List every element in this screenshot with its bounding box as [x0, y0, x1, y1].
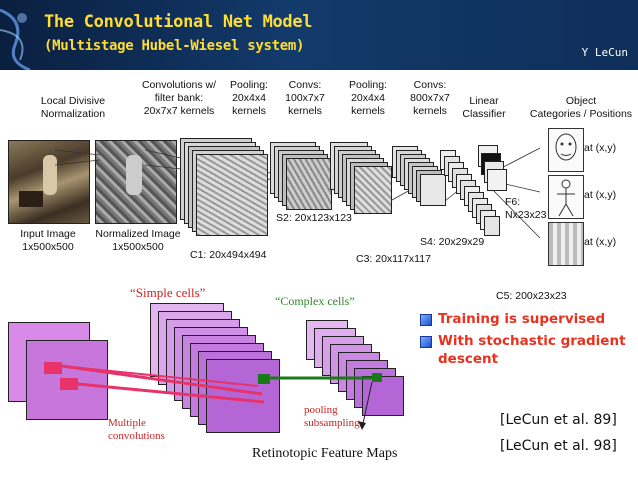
label-linear: Linear Classifier — [462, 95, 506, 120]
output-label-1: at (x,y) — [584, 142, 617, 154]
connection-lines — [61, 364, 382, 430]
pooling-subsampling-label: pooling subsampling — [304, 404, 360, 429]
retinotopic-label: Retinotopic Feature Maps — [252, 446, 398, 461]
bullet-square-icon — [420, 314, 432, 326]
swirl-decoration-icon — [0, 8, 31, 70]
output-label-2: at (x,y) — [584, 189, 617, 201]
simple-cells-label: “Simple cells” — [130, 285, 206, 300]
bullet-item: With stochastic gradient descent — [420, 332, 636, 368]
label-pool1: Pooling: 20x4x4 kernels — [230, 79, 268, 117]
label-c3: C3: 20x117x117 — [356, 253, 431, 265]
reference-1998: [LeCun et al. 98] — [500, 438, 617, 454]
label-s2: S2: 20x123x123 — [276, 212, 352, 224]
label-normalized: Normalized Image 1x500x500 — [95, 228, 181, 253]
slide-subtitle: (Multistage Hubel-Wiesel system) — [44, 38, 305, 54]
output-scene-image — [548, 222, 584, 266]
complex-cells-label: “Complex cells” — [275, 294, 355, 308]
input-map-front — [26, 340, 108, 420]
label-c1: C1: 20x494x494 — [190, 249, 267, 261]
bullet-item: Training is supervised — [420, 310, 636, 328]
output-face-image — [548, 128, 584, 172]
author-name: Y LeCun — [581, 46, 628, 59]
bullet-list: Training is supervised With stochastic g… — [420, 310, 636, 372]
output-label-3: at (x,y) — [584, 236, 617, 248]
input-image — [8, 140, 90, 224]
output-figure-image — [548, 175, 584, 219]
label-s4: S4: 20x29x29 — [420, 236, 485, 248]
label-conv3: Convs: 800x7x7 kernels — [410, 79, 450, 117]
label-object: Object Categories / Positions — [529, 95, 633, 120]
label-lcn: Local Divisive Normalization — [40, 95, 106, 120]
label-conv1: Convolutions w/ filter bank: 20x7x7 kern… — [141, 79, 217, 117]
label-f6: F6: Nx23x23 — [505, 196, 547, 221]
slide-title: The Convolutional Net Model — [44, 12, 313, 32]
multiple-convolutions-label: Multiple convolutions — [108, 417, 165, 442]
reference-1989: [LeCun et al. 89] — [500, 412, 617, 428]
label-pool2: Pooling: 20x4x4 kernels — [349, 79, 387, 117]
label-conv2: Convs: 100x7x7 kernels — [285, 79, 325, 117]
receptive-field-2 — [60, 378, 78, 390]
slide-header: The Convolutional Net Model (Multistage … — [0, 0, 638, 70]
receptive-field-1 — [44, 362, 62, 374]
label-input: Input Image 1x500x500 — [20, 228, 76, 253]
bullet-square-icon — [420, 336, 432, 348]
label-c5: C5: 200x23x23 — [496, 290, 567, 302]
